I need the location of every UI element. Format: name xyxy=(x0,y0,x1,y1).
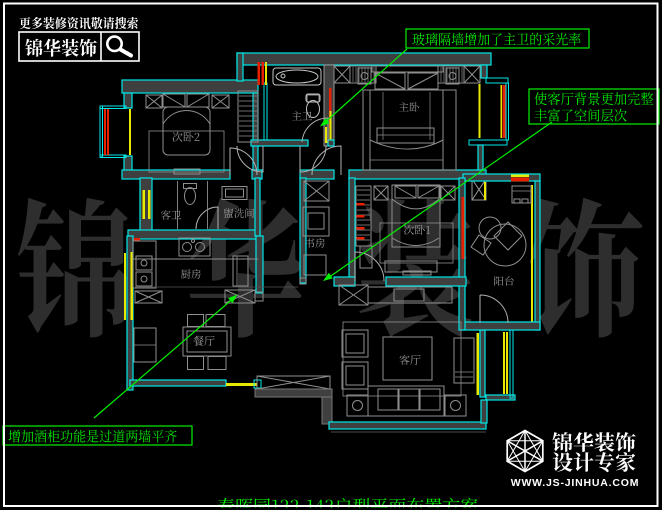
svg-text:WWW.JS-JINHUA.COM: WWW.JS-JINHUA.COM xyxy=(511,477,640,489)
